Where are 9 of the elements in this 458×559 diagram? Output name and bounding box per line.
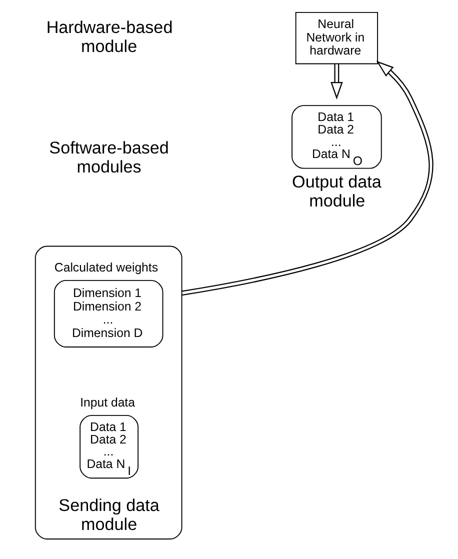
node-box: Dimension 1 Dimension 2 ... Dimension D	[53, 280, 163, 348]
arrow	[330, 64, 342, 100]
node-label: Output data module	[292, 172, 381, 211]
arrow	[180, 60, 433, 296]
node-label: Input data	[80, 395, 134, 410]
label: Software-based modules	[48, 138, 168, 176]
node-label: Calculated weights	[54, 260, 158, 274]
node-box: Neural Network in hardware	[294, 12, 378, 64]
label: Hardware-based module	[46, 18, 172, 56]
